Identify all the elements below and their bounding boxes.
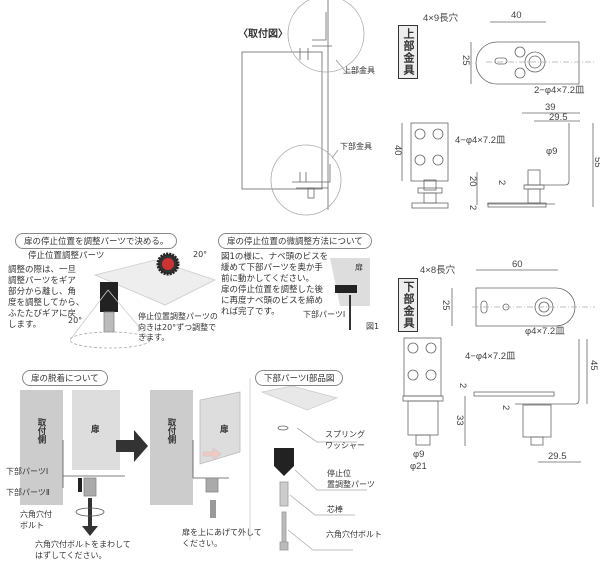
dim-2b: 2 <box>500 405 511 411</box>
dim-39: 39 <box>545 102 556 113</box>
mounting-diagram-drawing <box>241 0 366 216</box>
front-height-dimension: 40 <box>392 145 403 156</box>
upper-bracket-callout: 上部金具 <box>343 66 375 75</box>
mount-side-label: 取付側 <box>36 418 46 444</box>
stop-part-label: 停止位置調整パーツ <box>28 251 105 261</box>
spring-washer-label: スプリング ワッシャー <box>325 430 365 450</box>
front-holes-dimension: 4−φ4×7.2皿 <box>465 351 516 362</box>
stop-position-heading: 扉の停止位置を調整パーツで決める。 <box>15 233 178 249</box>
dim-20: 20 <box>467 176 478 187</box>
lower-bracket-callout: 下部金具 <box>340 142 372 151</box>
parts-exploded-view <box>260 385 367 551</box>
door-label-2: 扉 <box>220 425 229 435</box>
dim-29-5: 29.5 <box>549 112 568 123</box>
dim-2a: 2 <box>496 180 507 186</box>
lower-bracket-label: 下部金具 <box>398 278 418 332</box>
upper-bracket-top-view <box>470 21 595 85</box>
stop-instruction: 調整の際は、一旦 調整パーツをギア 部分から離し、角 度を調整してから、 ふたた… <box>8 265 85 330</box>
dim-33: 33 <box>454 415 465 426</box>
hex-bolt-label: 六角穴付ボルト <box>326 530 382 539</box>
angle-label-b: 20° <box>68 316 83 325</box>
dim-45: 45 <box>588 360 599 371</box>
upper-bracket-front-side-view <box>401 112 594 209</box>
parts-heading: 下部パーツⅠ部品図 <box>255 370 344 386</box>
dim-55: 55 <box>592 157 600 168</box>
fine-adjust-text: 図1の様に、ナベ頭のビスを 緩めて下部パーツを奥か手 前に動かしてください。 扉… <box>221 252 329 317</box>
fine-adjust-heading: 扉の停止位置の微調整方法について <box>218 233 372 249</box>
width-dimension: 40 <box>511 10 522 21</box>
lower-bracket-front-side-view <box>402 337 588 463</box>
height-dimension: 25 <box>460 55 471 66</box>
dim-2b: 2 <box>467 205 478 211</box>
part1-label: 下部パーツⅠ <box>6 467 49 476</box>
bolt-label: 六角穴付 ボルト <box>20 510 52 530</box>
hole-dimension: φ4×7.2皿 <box>525 326 565 337</box>
fine-adjust-illustration <box>330 258 370 330</box>
removal-step2: 扉を上にあげて外して ください。 <box>182 528 262 548</box>
outer-diameter: φ21 <box>410 461 427 472</box>
lower-part-label: 下部パーツⅠ <box>303 310 346 319</box>
figure-label: 図1 <box>366 322 380 331</box>
dim-29-5: 29.5 <box>548 451 567 462</box>
slot-dimension: 4×9長穴 <box>423 13 459 24</box>
angle-label-a: 20° <box>193 250 208 259</box>
removal-heading: 扉の脱着について <box>22 370 108 386</box>
stop-adjust-illustration <box>69 252 217 349</box>
door-removal-illustrations <box>20 390 241 536</box>
door-label: 扉 <box>91 425 100 435</box>
door-label: 扉 <box>355 263 363 272</box>
pin-diameter: φ9 <box>413 449 425 460</box>
part2-label: 下部パーツⅡ <box>6 488 50 497</box>
front-holes-dimension: 4−φ4×7.2皿 <box>455 135 506 146</box>
width-dimension: 60 <box>512 259 523 270</box>
height-dimension: 25 <box>440 300 451 311</box>
slot-dimension: 4×8長穴 <box>420 265 456 276</box>
stopper-label: 停止位 置調整パーツ <box>327 469 375 489</box>
holes-dimension: 2−φ4×7.2皿 <box>534 85 585 96</box>
lower-bracket-top-view <box>451 269 595 327</box>
dim-2a: 2 <box>457 383 468 389</box>
upper-bracket-label: 上部金具 <box>398 25 418 79</box>
mount-side-label-2: 取付側 <box>166 418 176 444</box>
core-rod-label: 芯棒 <box>327 505 343 514</box>
pin-diameter: φ9 <box>546 146 558 157</box>
stop-note: 停止位置調整パーツの 向きは20°ずつ調整で きます。 <box>138 312 218 342</box>
mounting-diagram-title: 〈取付図〉 <box>238 29 288 40</box>
removal-step1: 六角穴付ボルトをまわして はずしてください。 <box>35 540 131 560</box>
